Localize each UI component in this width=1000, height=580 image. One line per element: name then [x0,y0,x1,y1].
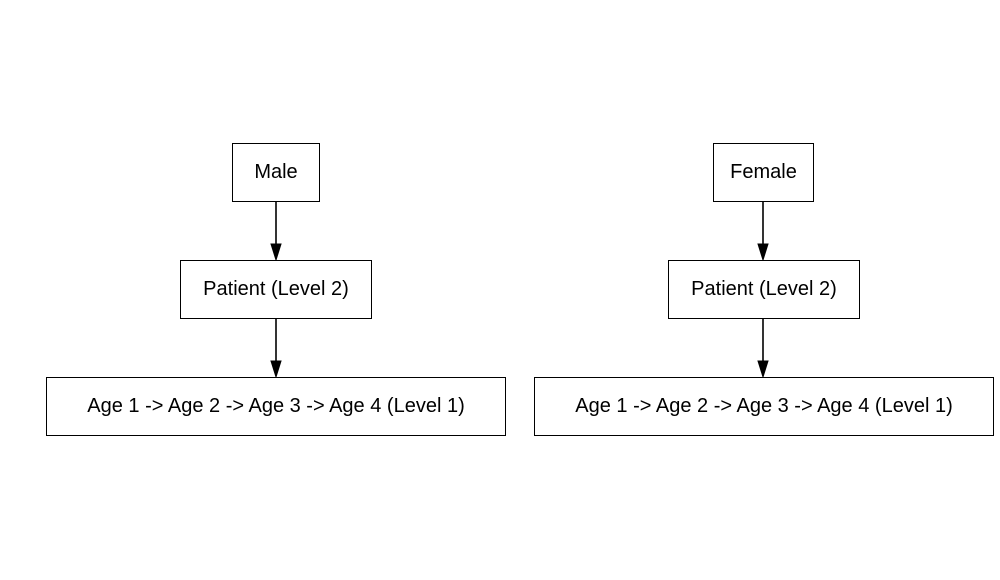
node-age-sequence-right-label: Age 1 -> Age 2 -> Age 3 -> Age 4 (Level … [575,395,953,417]
edge-female-to-patient [757,202,769,262]
node-patient-left-label: Patient (Level 2) [203,278,349,300]
node-female: Female [713,143,814,202]
edge-patient-to-age-right [757,319,769,379]
edge-male-to-patient [270,202,282,262]
node-patient-right: Patient (Level 2) [668,260,860,319]
node-female-label: Female [730,161,797,183]
node-age-sequence-right: Age 1 -> Age 2 -> Age 3 -> Age 4 (Level … [534,377,994,436]
node-male-label: Male [254,161,298,183]
node-age-sequence-left-label: Age 1 -> Age 2 -> Age 3 -> Age 4 (Level … [87,395,465,417]
node-male: Male [232,143,320,202]
node-patient-right-label: Patient (Level 2) [691,278,837,300]
edge-patient-to-age-left [270,319,282,379]
node-patient-left: Patient (Level 2) [180,260,372,319]
node-age-sequence-left: Age 1 -> Age 2 -> Age 3 -> Age 4 (Level … [46,377,506,436]
